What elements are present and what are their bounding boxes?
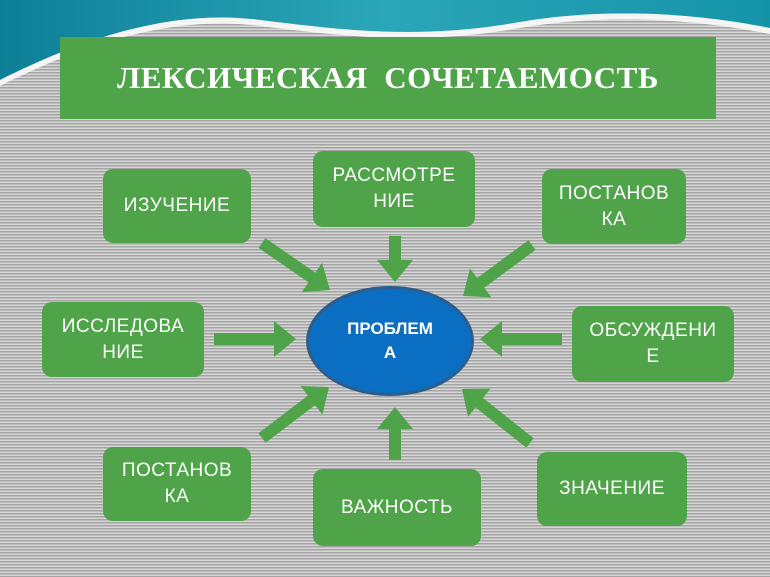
node-izuchenie: ИЗУЧЕНИЕ: [103, 169, 251, 243]
center-node-problema: ПРОБЛЕМ А: [306, 286, 474, 396]
node-rassmotrenie: РАССМОТРЕ НИЕ: [313, 151, 475, 227]
arrow-from-vazhnost: [377, 407, 413, 460]
arrow-from-postanovka-top: [463, 240, 536, 298]
center-node-label: ПРОБЛЕМ А: [347, 319, 433, 362]
node-vazhnost: ВАЖНОСТЬ: [313, 469, 481, 546]
title-banner: ЛЕКСИЧЕСКАЯ СОЧЕТАЕМОСТЬ: [60, 37, 716, 119]
node-postanovka-top: ПОСТАНОВ КА: [542, 169, 686, 244]
arrow-from-issledovanie: [214, 321, 296, 357]
node-postanovka-bottom-label: ПОСТАНОВ КА: [121, 460, 233, 507]
node-obsuzhdenie: ОБСУЖДЕНИ Е: [572, 306, 734, 382]
node-postanovka-top-label: ПОСТАНОВ КА: [558, 182, 670, 230]
node-postanovka-bottom: ПОСТАНОВ КА: [103, 447, 251, 521]
arrow-from-obsuzhdenie: [480, 321, 562, 357]
diagram-title: ЛЕКСИЧЕСКАЯ СОЧЕТАЕМОСТЬ: [117, 60, 659, 95]
node-issledovanie-label: ИССЛЕДОВА НИЕ: [61, 315, 185, 363]
arrow-from-postanovka-bottom: [258, 386, 329, 443]
node-obsuzhdenie-label: ОБСУЖДЕНИ Е: [589, 320, 717, 367]
node-izuchenie-label: ИЗУЧЕНИЕ: [123, 195, 231, 216]
node-znachenie: ЗНАЧЕНИЕ: [537, 452, 687, 526]
node-rassmotrenie-label: РАССМОТРЕ НИЕ: [332, 165, 456, 212]
arrow-from-rassmotrenie: [377, 236, 413, 282]
arrow-from-izuchenie: [258, 238, 330, 293]
node-znachenie-label: ЗНАЧЕНИЕ: [559, 478, 665, 499]
node-issledovanie: ИССЛЕДОВА НИЕ: [42, 302, 204, 377]
node-vazhnost-label: ВАЖНОСТЬ: [341, 496, 453, 518]
arrow-from-znachenie: [462, 388, 534, 448]
